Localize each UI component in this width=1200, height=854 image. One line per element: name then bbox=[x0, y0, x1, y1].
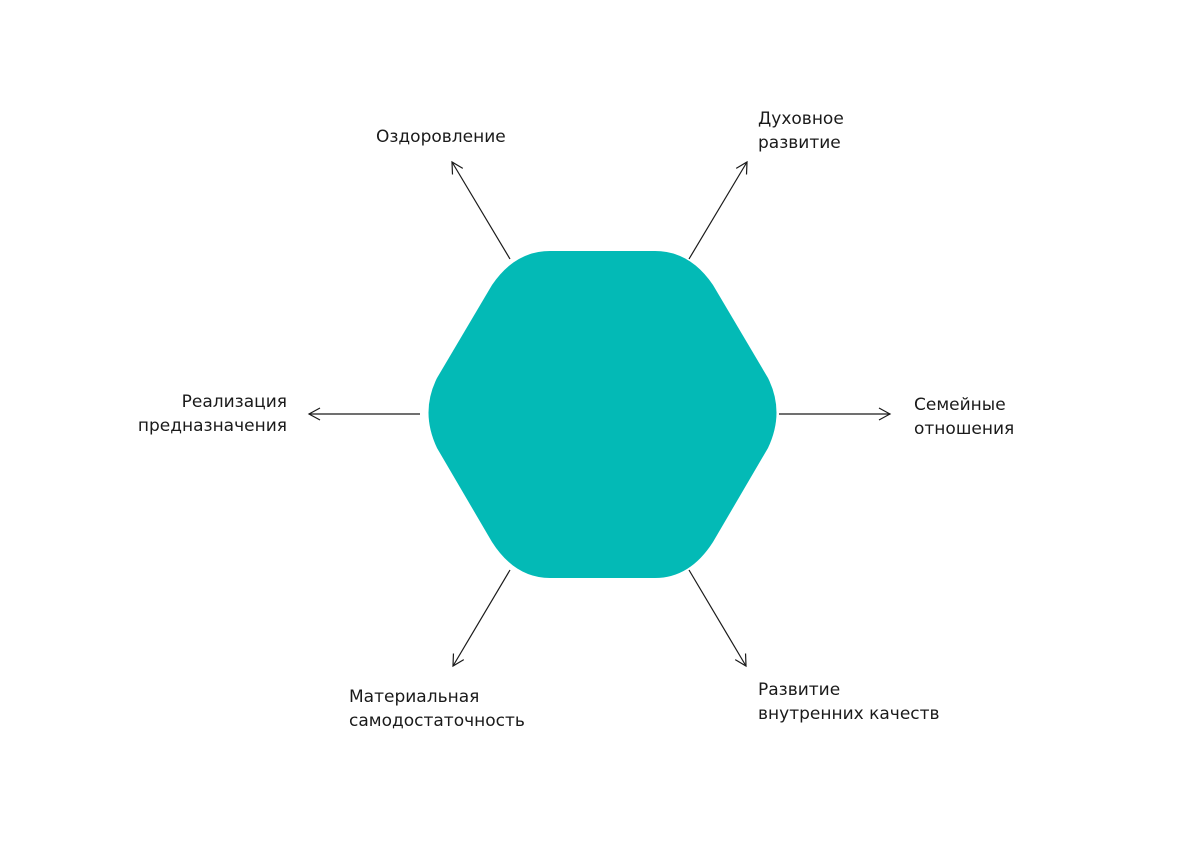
label-inner-qualities-line-2: внутренних качеств bbox=[758, 704, 940, 724]
central-hexagon bbox=[428, 251, 777, 578]
arrow-bottom-right bbox=[688, 569, 747, 668]
arrow-top-right bbox=[688, 160, 748, 260]
label-family-relations-line-2: отношения bbox=[914, 419, 1015, 439]
label-inner-qualities-line-1: Развитие bbox=[758, 680, 841, 700]
label-inner-qualities: Развитие внутренних качеств bbox=[758, 678, 940, 726]
arrow-top-left bbox=[451, 160, 511, 260]
label-material-self-sufficiency-line-2: самодостаточность bbox=[349, 711, 525, 731]
label-material-self-sufficiency: Материальная самодостаточность bbox=[349, 685, 525, 733]
label-purpose-realization-line-1: Реализация bbox=[181, 392, 287, 412]
arrow-bottom-left bbox=[452, 569, 511, 668]
label-family-relations-line-1: Семейные bbox=[914, 395, 1006, 415]
label-family-relations: Семейные отношения bbox=[914, 393, 1014, 441]
label-spiritual-development: Духовное развитие bbox=[758, 107, 844, 155]
label-material-self-sufficiency-line-1: Материальная bbox=[349, 687, 480, 707]
label-health: Оздоровление bbox=[376, 125, 506, 149]
label-purpose-realization: Реализация предназначения bbox=[138, 390, 287, 438]
label-health-line-1: Оздоровление bbox=[376, 127, 506, 147]
label-spiritual-development-line-2: развитие bbox=[758, 133, 841, 153]
label-purpose-realization-line-2: предназначения bbox=[137, 416, 287, 436]
label-spiritual-development-line-1: Духовное bbox=[758, 109, 844, 129]
